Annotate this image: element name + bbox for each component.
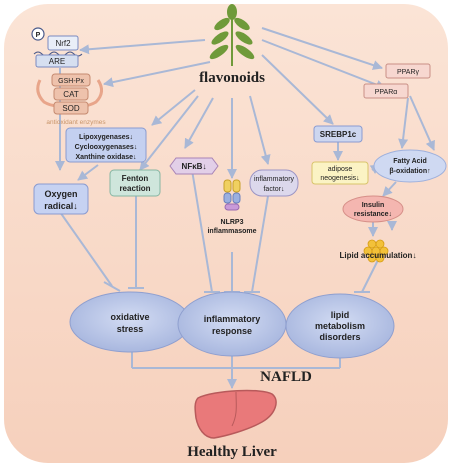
inflam-factor-box (249, 169, 299, 197)
adipose-box (311, 161, 369, 185)
nlrp3-line-1: NLRP3 (221, 219, 244, 226)
arrow-fa-to-insulin (382, 181, 397, 197)
are-label: ARE (49, 57, 65, 66)
enzyme-cat: CAT (63, 90, 79, 99)
nlrp3-line-2: inflammasome (207, 228, 256, 235)
arrow-to-srebp (261, 54, 334, 125)
lipid-accumulation-label: Lipid accumulation↓ (340, 251, 417, 260)
lox-line-1: Lipoxygenases↓ (79, 134, 133, 141)
oxidative-line-1: oxidative (110, 312, 149, 322)
arrow-to-inflam-factor (249, 95, 271, 165)
liver-icon (194, 389, 277, 439)
ppar-alpha-box (363, 83, 409, 99)
fatty-acid-line-2: β-oxidation↑ (389, 168, 430, 175)
ppar-alpha-label: PPARα (375, 89, 398, 96)
lipid-line-3: disorders (319, 332, 360, 342)
phospho-label: P (36, 32, 41, 39)
arrow-to-ppar-gamma (261, 27, 383, 70)
nrf2-box (47, 35, 79, 51)
nrf2-group: P Nrf2 ARE (31, 27, 83, 68)
arrow-to-ppar-alpha (261, 39, 386, 90)
lipid-line-1: lipid (331, 310, 350, 320)
arrows (55, 27, 435, 237)
adipose-line-2: neogenesis↓ (320, 175, 359, 182)
plant-icon (209, 4, 255, 66)
fenton-line-1: Fenton (122, 174, 149, 183)
nfkb-label: NFκB↓ (182, 162, 207, 171)
nrf2-label: Nrf2 (55, 39, 71, 48)
adipose-line-1: adipose (328, 166, 353, 173)
lipid-droplet-icon (363, 239, 389, 263)
nfkb-hexagon (169, 157, 219, 175)
nafld-label: NAFLD (260, 369, 312, 385)
inflammatory-line-2: response (212, 326, 252, 336)
srebp-box (313, 125, 363, 143)
enzyme-sod: SOD (62, 104, 80, 113)
arrow-ppar-to-fa (398, 97, 409, 149)
cat-box (53, 87, 89, 101)
arrow-to-lox (151, 89, 196, 126)
srebp-label: SREBP1c (320, 130, 357, 139)
oxidative-line-2: stress (117, 324, 144, 334)
fenton-box (109, 169, 161, 197)
insulin-line-1: Insulin (362, 202, 385, 209)
inflam-factor-line-2: factor↓ (263, 186, 284, 193)
lipid-line-2: metabolism (315, 321, 365, 331)
fatty-acid-ellipse (373, 149, 447, 183)
lox-line-3: Xanthine oxidase↓ (75, 154, 136, 161)
inflammatory-line-1: inflammatory (204, 314, 261, 324)
oxygen-line-1: Oxygen (44, 189, 77, 199)
gshpx-box (51, 73, 91, 87)
inflam-factor-line-1: inflammatory (254, 176, 295, 183)
lox-box (65, 127, 147, 163)
healthy-liver-label: Healthy Liver (187, 444, 277, 460)
insulin-line-2: resistance↓ (354, 211, 392, 218)
inhibition-lines (59, 169, 379, 293)
fatty-acid-line-1: Fatty Acid (393, 158, 427, 165)
ppar-gamma-box (385, 63, 431, 79)
are-box (35, 54, 79, 68)
arrow-to-fenton (139, 95, 199, 171)
lox-line-2: Cyclooxygenases↓ (75, 144, 138, 151)
enzymes-caption: antioxidant enzymes (46, 119, 106, 126)
nlrp3-icon (223, 179, 241, 211)
enzyme-gshpx: GSH-Px (58, 78, 84, 85)
oxygen-line-2: radical↓ (44, 201, 78, 211)
arrow-to-enzymes (103, 61, 211, 88)
arrow-ppar-right (409, 95, 435, 151)
nafld-connector (131, 352, 341, 389)
arrow-to-nrf2 (79, 39, 206, 55)
oxidative-stress-ellipse (69, 291, 191, 353)
phospho-icon (31, 27, 45, 41)
enzymes-group: GSH-Px CAT SOD antioxidant enzymes (36, 73, 106, 126)
inflammatory-response-ellipse (177, 291, 287, 357)
ppar-gamma-label: PPARγ (397, 69, 420, 76)
insulin-ellipse (342, 195, 404, 223)
arrow-lox-to-oxygen (77, 164, 99, 181)
dna-icon (33, 51, 83, 57)
flavonoids-title: flavonoids (199, 70, 265, 86)
arrow-to-nfkb (184, 97, 214, 149)
sod-box (53, 101, 89, 115)
oxygen-radical-box (33, 183, 89, 215)
fenton-line-2: reaction (119, 184, 150, 193)
lipid-metabolism-ellipse (285, 293, 395, 359)
